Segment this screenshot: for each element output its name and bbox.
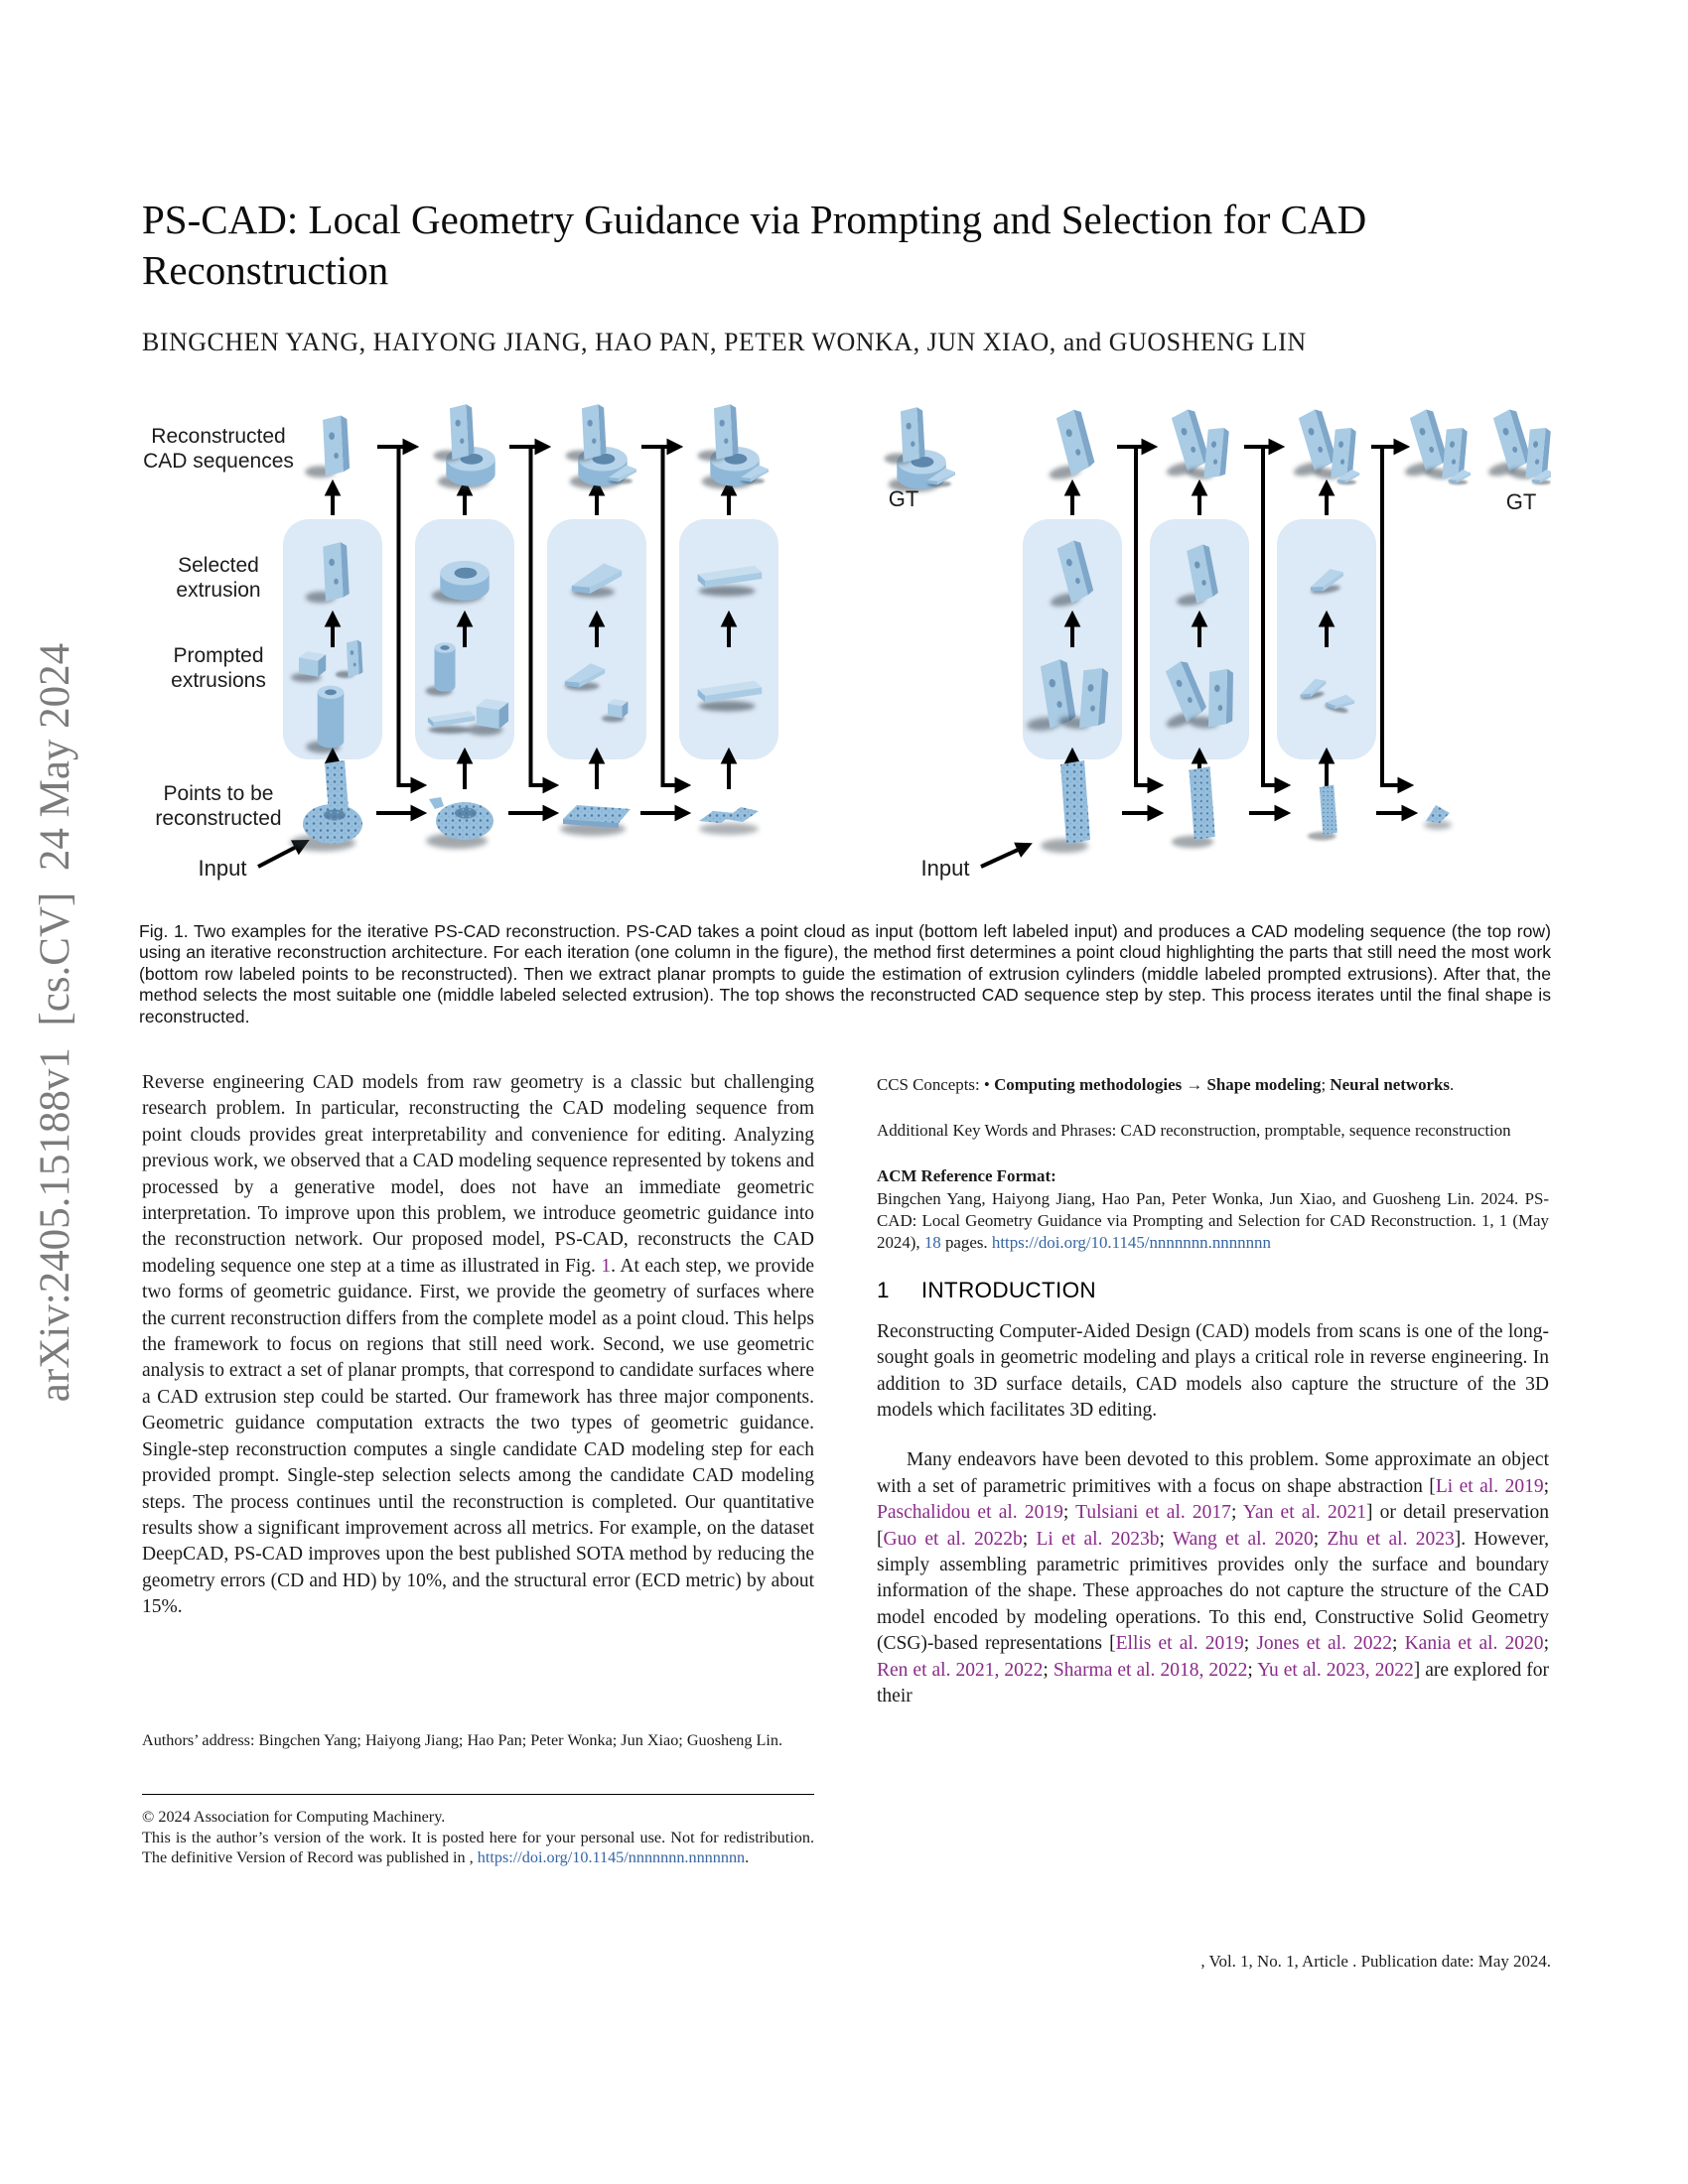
footnote-rule bbox=[142, 1794, 814, 1795]
text-segment: ] or detail preservation [ bbox=[877, 1502, 1549, 1550]
text-segment: pages. bbox=[940, 1232, 992, 1252]
citation-link[interactable]: Yan et al. 2021 bbox=[1242, 1502, 1366, 1524]
section-heading-introduction: 1 INTRODUCTION bbox=[877, 1278, 1549, 1303]
copyright-notice: © 2024 Association for Computing Machine… bbox=[142, 1807, 814, 1868]
ground-truth-shape-left bbox=[885, 407, 955, 491]
text-segment: ; bbox=[1159, 1528, 1173, 1550]
input-label-left: Input bbox=[199, 856, 247, 881]
gt-label-right: GT bbox=[1506, 489, 1537, 514]
citation-link[interactable]: Guo et al. 2022b bbox=[883, 1528, 1023, 1550]
section-number: 1 bbox=[877, 1277, 890, 1302]
citation-link[interactable]: Paschalidou et al. 2019 bbox=[877, 1502, 1063, 1524]
text-segment: ; bbox=[1543, 1633, 1549, 1655]
text-segment: ; bbox=[1230, 1502, 1243, 1524]
text-segment: . bbox=[745, 1848, 750, 1867]
authors-address: Authors’ address: Bingchen Yang; Haiyong… bbox=[142, 1731, 783, 1749]
text-segment: . At each step, we provide two forms of … bbox=[142, 1255, 814, 1618]
citation-link[interactable]: Li et al. 2023b bbox=[1036, 1528, 1160, 1550]
text-segment: Computing methodologies → Shape modeling bbox=[994, 1075, 1322, 1094]
doi-link[interactable]: https://doi.org/10.1145/nnnnnnn.nnnnnnn bbox=[991, 1232, 1271, 1252]
citation-link[interactable]: Li et al. 2019 bbox=[1435, 1475, 1544, 1497]
text-segment: ; bbox=[1313, 1528, 1328, 1550]
text-segment: ]. However, simply assembling parametric… bbox=[877, 1528, 1549, 1655]
section-title: INTRODUCTION bbox=[920, 1277, 1096, 1302]
text-segment: ; bbox=[1392, 1633, 1405, 1655]
text-segment: . bbox=[1449, 1075, 1455, 1094]
text-segment: ; bbox=[1043, 1659, 1054, 1681]
input-label-right: Input bbox=[921, 856, 970, 881]
text-segment: ; bbox=[1247, 1659, 1258, 1681]
citation-link[interactable]: Ellis et al. 2019 bbox=[1115, 1633, 1244, 1655]
left-column: Reverse engineering CAD models from raw … bbox=[142, 1070, 814, 1621]
text-segment: CCS Concepts: • bbox=[877, 1075, 995, 1094]
paper-title: PS-CAD: Local Geometry Guidance via Prom… bbox=[142, 197, 1367, 293]
text-segment: Neural networks bbox=[1330, 1075, 1450, 1094]
text-segment: ; bbox=[1243, 1633, 1257, 1655]
arxiv-watermark: arXiv:2405.15188v1 [cs.CV] 24 May 2024 bbox=[32, 642, 78, 1403]
citation-link[interactable]: Ren et al. 2021, 2022 bbox=[877, 1659, 1044, 1681]
figure-canvas: GT GT Input Input bbox=[199, 402, 1551, 881]
arrows-left-example bbox=[257, 438, 738, 869]
acm-reference: Bingchen Yang, Haiyong Jiang, Hao Pan, P… bbox=[877, 1188, 1549, 1253]
acm-reference-heading: ACM Reference Format: bbox=[877, 1165, 1056, 1185]
figure-row-label-selected: Selected extrusion bbox=[176, 554, 261, 602]
abstract-paragraph: Reverse engineering CAD models from raw … bbox=[142, 1070, 814, 1621]
text-segment: ; bbox=[1022, 1528, 1037, 1550]
ccs-concepts: CCS Concepts: • Computing methodologies … bbox=[877, 1074, 1549, 1096]
text-segment: ; bbox=[1062, 1502, 1076, 1524]
citation-link[interactable]: Zhu et al. 2023 bbox=[1327, 1528, 1455, 1550]
doi-link[interactable]: https://doi.org/10.1145/nnnnnnn.nnnnnnn bbox=[477, 1848, 746, 1867]
citation-link[interactable]: Tulsiani et al. 2017 bbox=[1075, 1502, 1231, 1524]
figure-caption: Fig. 1. Two examples for the iterative P… bbox=[139, 921, 1551, 1026]
citation-link[interactable]: Yu et al. 2023, 2022 bbox=[1257, 1659, 1414, 1681]
citation-link[interactable]: 1 bbox=[601, 1255, 612, 1277]
citation-link[interactable]: Sharma et al. 2018, 2022 bbox=[1053, 1659, 1248, 1681]
text-segment: Many endeavors have been devoted to this… bbox=[877, 1449, 1549, 1497]
ground-truth-shape-right bbox=[1475, 407, 1551, 484]
figure-1: GT GT Input Input Reconstructed CAD sequ… bbox=[139, 402, 1551, 890]
figure-row-label-prompted: Prompted extrusions bbox=[171, 644, 266, 692]
doi-link[interactable]: 18 bbox=[923, 1232, 941, 1252]
figure-row-label-points: Points to be reconstructed bbox=[155, 782, 282, 830]
text-segment: © 2024 Association for Computing Machine… bbox=[142, 1808, 814, 1867]
text-segment: ] are explored for their bbox=[877, 1659, 1550, 1707]
keywords: Additional Key Words and Phrases: CAD re… bbox=[877, 1120, 1511, 1140]
arrows-right-example bbox=[980, 438, 1419, 869]
text-segment: Bingchen Yang, Haiyong Jiang, Hao Pan, P… bbox=[877, 1189, 1549, 1252]
right-column: CCS Concepts: • Computing methodologies … bbox=[877, 1074, 1549, 1733]
citation-link[interactable]: Wang et al. 2020 bbox=[1172, 1528, 1314, 1550]
text-segment: ; bbox=[1543, 1475, 1549, 1497]
page-footer: , Vol. 1, No. 1, Article . Publication d… bbox=[1200, 1952, 1551, 1971]
intro-paragraph-1: Reconstructing Computer-Aided Design (CA… bbox=[877, 1320, 1549, 1421]
figure-row-label-reconstructed: Reconstructed CAD sequences bbox=[143, 425, 294, 473]
citation-link[interactable]: Jones et al. 2022 bbox=[1256, 1633, 1393, 1655]
gt-label-left: GT bbox=[889, 486, 919, 511]
intro-paragraph-2: Many endeavors have been devoted to this… bbox=[877, 1447, 1549, 1709]
text-segment: Reverse engineering CAD models from raw … bbox=[142, 1072, 814, 1277]
authors-line: BINGCHEN YANG, HAIYONG JIANG, HAO PAN, P… bbox=[142, 328, 1307, 356]
citation-link[interactable]: Kania et al. 2020 bbox=[1404, 1633, 1544, 1655]
text-segment: ; bbox=[1321, 1075, 1331, 1094]
